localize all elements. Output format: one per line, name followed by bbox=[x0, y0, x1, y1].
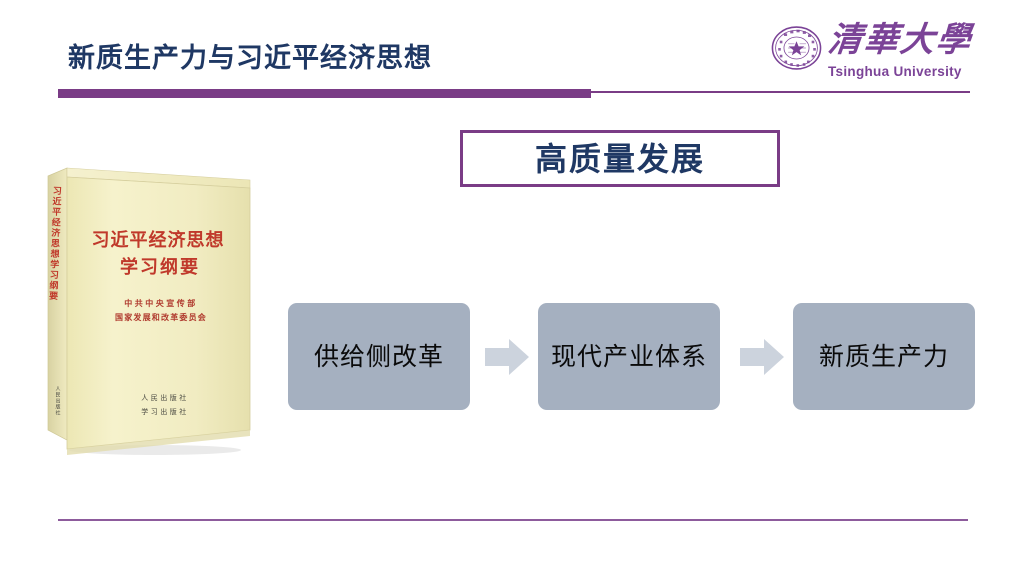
tsinghua-seal-icon bbox=[771, 26, 822, 70]
book-image: 习近平经济思想学习纲要 习近平经济思想 学习纲要 中共中央宣传部 国家发展和改革… bbox=[45, 158, 255, 458]
tsinghua-logo: 清華大學 Tsinghua University bbox=[770, 22, 975, 82]
flow-box-label: 供给侧改革 bbox=[313, 342, 444, 371]
headline-text: 高质量发展 bbox=[534, 140, 705, 177]
svg-text:习近平经济思想: 习近平经济思想 bbox=[92, 229, 225, 250]
logo-chinese-name: 清華大學 bbox=[826, 22, 974, 59]
flow-box-new-quality-productive-forces[interactable]: 新质生产力 bbox=[793, 303, 975, 410]
flow-box-supply-side-reform[interactable]: 供给侧改革 bbox=[288, 303, 470, 410]
logo-english-name: Tsinghua University bbox=[828, 64, 962, 79]
svg-text:人民出版社: 人民出版社 bbox=[141, 393, 189, 402]
headline-box: 高质量发展 bbox=[460, 130, 780, 187]
flow-box-label: 现代产业体系 bbox=[550, 342, 707, 371]
svg-text:人民出版社: 人民出版社 bbox=[55, 386, 61, 416]
page-title: 新质生产力与习近平经济思想 bbox=[68, 43, 432, 73]
svg-text:学习纲要: 学习纲要 bbox=[120, 256, 200, 277]
svg-text:中共中央宣传部: 中共中央宣传部 bbox=[124, 298, 198, 308]
svg-text:国家发展和改革委员会: 国家发展和改革委员会 bbox=[115, 312, 207, 322]
footer-divider bbox=[58, 519, 968, 521]
arrow-right-icon bbox=[740, 339, 784, 375]
svg-text:学习出版社: 学习出版社 bbox=[141, 407, 189, 416]
flow-box-modern-industrial-system[interactable]: 现代产业体系 bbox=[538, 303, 720, 410]
flow-box-label: 新质生产力 bbox=[818, 342, 949, 371]
book-cover-illustration: 习近平经济思想学习纲要 习近平经济思想 学习纲要 中共中央宣传部 国家发展和改革… bbox=[47, 167, 251, 455]
svg-text:习近平经济思想学习纲要: 习近平经济思想学习纲要 bbox=[47, 186, 62, 302]
arrow-right-icon bbox=[485, 339, 529, 375]
title-underline-thick bbox=[58, 89, 591, 98]
